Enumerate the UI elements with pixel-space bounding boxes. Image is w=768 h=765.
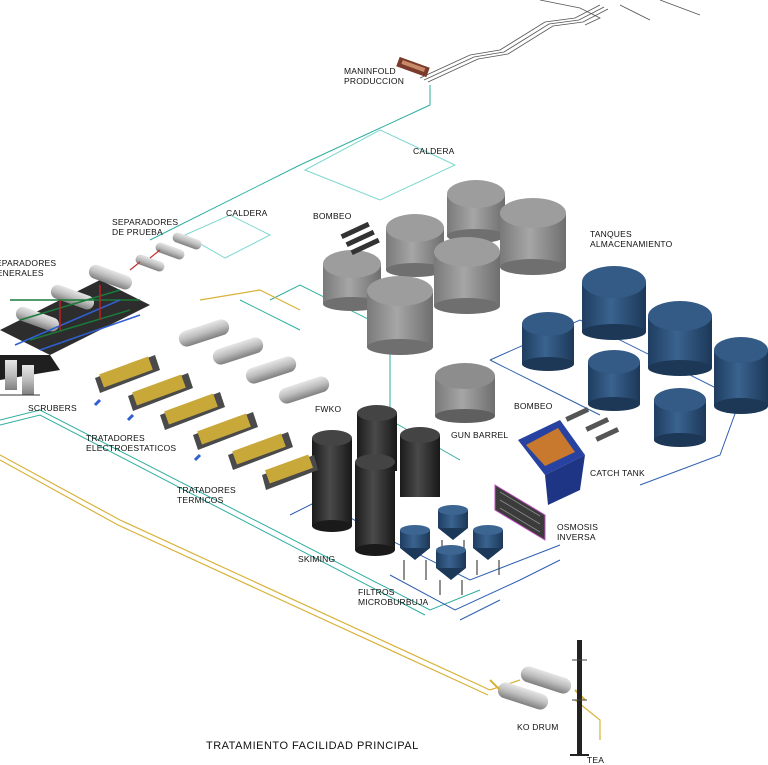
navy-tank (714, 337, 768, 414)
gray-tank (367, 276, 433, 355)
navy-tank (654, 388, 706, 447)
label-bombeo-top: BOMBEO (313, 211, 352, 221)
navy-tanks (522, 266, 768, 447)
diagram-title: TRATAMIENTO FACILIDAD PRINCIPAL (206, 740, 419, 752)
label-separadores-generales: SEPARADORES GENERALES (0, 258, 57, 278)
label-maninfold: MANINFOLD PRODUCCION (344, 66, 405, 86)
skimming-tanks (312, 405, 440, 556)
navy-tank (582, 266, 646, 340)
fwko-vessels (178, 319, 330, 404)
label-fwko: FWKO (315, 404, 342, 414)
microburbuja-filters (400, 505, 503, 595)
label-ko-drum: KO DRUM (517, 722, 559, 732)
separadores-generales (0, 264, 150, 380)
gray-tanks (323, 180, 566, 423)
label-tanques: TANQUES ALMACENAMIENTO (590, 229, 673, 249)
separadores-prueba (129, 232, 202, 272)
label-osmosis: OSMOSIS INVERSA (557, 522, 599, 542)
label-filtros: FILTROS MICROBURBUJA (358, 587, 429, 607)
label-catch-tank: CATCH TANK (590, 468, 645, 478)
label-separadores-prueba: SEPARADORES DE PRUEBA (112, 217, 179, 237)
navy-tank (522, 312, 574, 371)
navy-tank (648, 301, 712, 376)
incoming-pipelines (419, 0, 701, 83)
label-bombeo-right: BOMBEO (514, 401, 553, 411)
label-tea: TEA (587, 755, 605, 765)
navy-tank (588, 350, 640, 411)
gray-tank (500, 198, 566, 275)
flare-stack (570, 640, 589, 756)
caldera-outlines (183, 129, 457, 259)
gray-tank (434, 237, 500, 314)
ko-drum (489, 666, 586, 710)
pumps (340, 221, 620, 442)
label-caldera-top: CALDERA (413, 146, 455, 156)
tratadores-electroestaticos (95, 355, 225, 430)
scrubers (0, 360, 40, 396)
label-gun-barrel: GUN BARREL (451, 430, 509, 440)
manifold-produccion (396, 56, 430, 78)
gray-tank (447, 180, 505, 243)
label-scrubers: SCRUBERS (28, 403, 77, 413)
gun-barrel-tank (435, 363, 495, 423)
label-tratadores-electro: TRATADORES ELECTROESTATICOS (86, 433, 177, 453)
label-tratadores-termicos: TRATADORES TERMICOS (177, 485, 236, 505)
osmosis-unit (494, 420, 585, 541)
tratadores-termicos (93, 398, 318, 490)
label-skiming: SKIMING (298, 554, 336, 564)
label-caldera-left: CALDERA (226, 208, 268, 218)
